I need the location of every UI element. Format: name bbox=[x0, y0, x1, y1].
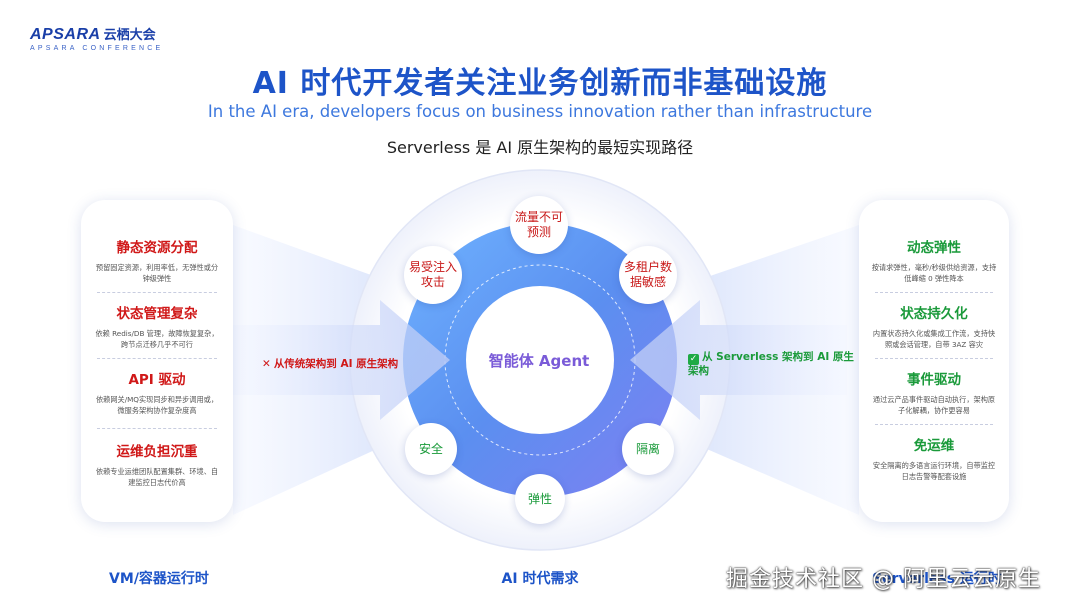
right-item-state-persistence: 状态持久化 内置状态持久化或集成工作流，支持快照或会话管理，自带 3AZ 容灾 bbox=[859, 302, 1009, 350]
right-item-no-ops: 免运维 安全隔离的多语言运行环境，自带监控日志告警等配套设施 bbox=[859, 434, 1009, 482]
right-item-title: 动态弹性 bbox=[907, 240, 961, 256]
bubble-elasticity: 弹性 bbox=[515, 474, 565, 524]
right-item-title: 状态持久化 bbox=[900, 306, 968, 322]
left-item-static-resource: 静态资源分配 预留固定资源，利用率低，无弹性或分钟级弹性 bbox=[81, 236, 233, 284]
right-card: 动态弹性 按请求弹性，毫秒/秒级供给资源，支持低峰缩 0 弹性降本 状态持久化 … bbox=[859, 200, 1009, 522]
divider bbox=[97, 428, 217, 429]
right-item-title: 免运维 bbox=[913, 438, 955, 454]
left-item-title: 运维负担沉重 bbox=[116, 444, 198, 460]
left-arrow-label: ✕从传统架构到 AI 原生架构 bbox=[262, 356, 398, 371]
logo-brand: APSARA bbox=[30, 26, 101, 43]
logo-subtitle: APSARA CONFERENCE bbox=[30, 45, 164, 52]
right-arrow-label: ✓从 Serverless 架构到 AI 原生架构 bbox=[688, 351, 858, 378]
bubble-multi-tenant-data: 多租户数据敏感 bbox=[619, 246, 677, 304]
left-item-desc: 预留固定资源，利用率低，无弹性或分钟级弹性 bbox=[95, 263, 219, 283]
page-tagline: Serverless 是 AI 原生架构的最短实现路径 bbox=[386, 138, 694, 157]
bottom-label-ai-requirements: AI 时代需求 bbox=[501, 571, 579, 587]
right-item-desc: 按请求弹性，毫秒/秒级供给资源，支持低峰缩 0 弹性降本 bbox=[871, 263, 997, 283]
right-arrow bbox=[630, 300, 847, 420]
divider bbox=[97, 292, 217, 293]
bubble-isolation: 隔离 bbox=[622, 423, 674, 475]
right-item-event-driven: 事件驱动 通过云产品事件驱动自动执行，架构原子化解耦，协作更容易 bbox=[859, 368, 1009, 416]
divider bbox=[97, 358, 217, 359]
center-disc bbox=[466, 286, 614, 434]
right-item-desc: 内置状态持久化或集成工作流，支持快照或会话管理，自带 3AZ 容灾 bbox=[872, 329, 996, 349]
left-item-ops-burden: 运维负担沉重 依赖专业运维团队配置集群、环境、自建监控日志代价高 bbox=[81, 440, 233, 488]
left-card: 静态资源分配 预留固定资源，利用率低，无弹性或分钟级弹性 状态管理复杂 依赖 R… bbox=[81, 200, 233, 522]
right-item-title: 事件驱动 bbox=[907, 372, 961, 388]
page-title: AI 时代开发者关注业务创新而非基础设施 bbox=[252, 66, 828, 101]
left-item-api-driven: API 驱动 依赖网关/MQ实现同步和异步调用或，微服务架构协作复杂度高 bbox=[81, 368, 233, 416]
divider bbox=[875, 358, 993, 359]
right-item-dynamic-elasticity: 动态弹性 按请求弹性，毫秒/秒级供给资源，支持低峰缩 0 弹性降本 bbox=[859, 236, 1009, 284]
bottom-label-vm-runtime: VM/容器运行时 bbox=[109, 571, 209, 587]
check-icon: ✓ bbox=[688, 354, 699, 365]
left-item-state-management: 状态管理复杂 依赖 Redis/DB 管理，故障恢复复杂，跨节点迁移几乎不可行 bbox=[81, 302, 233, 350]
bubble-security: 安全 bbox=[405, 423, 457, 475]
logo-brand-cn: 云栖大会 bbox=[103, 28, 156, 43]
left-item-desc: 依赖 Redis/DB 管理，故障恢复复杂，跨节点迁移几乎不可行 bbox=[95, 329, 219, 349]
bubble-unpredictable-traffic: 流量不可预测 bbox=[510, 196, 568, 254]
divider bbox=[875, 292, 993, 293]
agent-label: 智能体 Agent bbox=[488, 351, 590, 370]
left-item-title: 状态管理复杂 bbox=[116, 306, 198, 322]
page-subtitle: In the AI era, developers focus on busin… bbox=[207, 102, 873, 121]
left-arrow bbox=[233, 300, 450, 420]
divider bbox=[875, 424, 993, 425]
bubble-injection-attack: 易受注入攻击 bbox=[404, 246, 462, 304]
left-item-desc: 依赖网关/MQ实现同步和异步调用或，微服务架构协作复杂度高 bbox=[95, 395, 219, 415]
right-item-desc: 安全隔离的多语言运行环境，自带监控日志告警等配套设施 bbox=[872, 461, 996, 481]
bottom-label-serverless-runtime: Serverless 运行时 bbox=[872, 571, 1002, 587]
left-arrow-text: 从传统架构到 AI 原生架构 bbox=[273, 358, 399, 370]
cross-icon: ✕ bbox=[262, 358, 271, 370]
left-item-title: 静态资源分配 bbox=[116, 240, 198, 256]
watermark: 掘金技术社区 @ 阿里云云原生 bbox=[726, 567, 1041, 592]
left-item-desc: 依赖专业运维团队配置集群、环境、自建监控日志代价高 bbox=[95, 467, 219, 487]
right-arrow-text: 从 Serverless 架构到 AI 原生架构 bbox=[688, 351, 854, 377]
left-item-title: API 驱动 bbox=[128, 372, 186, 388]
right-item-desc: 通过云产品事件驱动自动执行，架构原子化解耦，协作更容易 bbox=[872, 395, 996, 415]
